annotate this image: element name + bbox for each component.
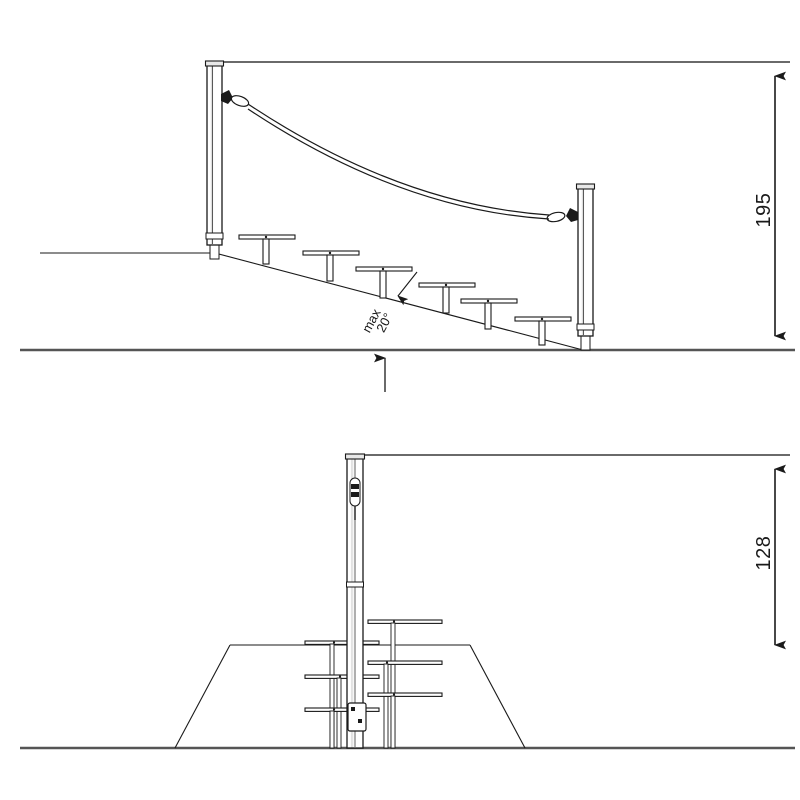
step-stem [326, 254, 334, 282]
dimension-label-128: 128 [753, 536, 775, 571]
step-center-dot [486, 299, 490, 303]
step-post [238, 234, 296, 265]
right-post-assembly [546, 183, 596, 351]
cable-tensioner-detail [349, 477, 361, 520]
front-elevation-view: 128 [20, 453, 795, 750]
step-post [304, 707, 380, 749]
step-platform [304, 674, 380, 679]
step-post [418, 282, 476, 314]
base-plate-bolt-bottom [358, 719, 362, 723]
center-post-splice-collar [346, 581, 364, 588]
step-center-dot [392, 693, 396, 696]
step-post [460, 298, 518, 330]
mound-left-slope [174, 644, 231, 749]
step-post-group-lower-right [367, 619, 443, 749]
step-center-dot [540, 317, 544, 321]
step-center-dot [381, 267, 385, 271]
right-post-base-collar [576, 323, 595, 331]
step-platform [367, 692, 443, 697]
dimension-128: 128 [352, 454, 790, 650]
slope-angle-leader [397, 271, 418, 306]
right-post-cap [575, 183, 596, 190]
step-platform [304, 707, 380, 712]
step-stem [262, 238, 270, 265]
center-post-assembly [344, 453, 367, 749]
step-center-dot [392, 620, 396, 623]
step-post [514, 316, 572, 346]
step-stem [390, 695, 396, 749]
step-center-dot [328, 251, 332, 255]
step-center-dot [264, 235, 268, 239]
center-post-base-plate [347, 702, 367, 732]
zipline-cable [247, 103, 550, 220]
step-center-dot [338, 675, 342, 678]
step-post [367, 660, 443, 749]
mound-right-slope [469, 644, 526, 749]
step-center-dot [444, 283, 448, 287]
left-post-assembly [204, 60, 250, 260]
step-stem [379, 270, 387, 299]
step-stem [329, 710, 335, 749]
left-cable-anchor-bracket [221, 90, 233, 104]
right-cable-anchor-bracket [566, 208, 578, 222]
step-post-group-lower-left [304, 640, 380, 749]
step-post [367, 692, 443, 749]
step-center-dot [332, 641, 336, 644]
cable-lower-edge [247, 108, 550, 220]
left-post-base-collar [205, 232, 224, 240]
step-platform [367, 660, 443, 665]
step-post [302, 250, 360, 282]
side-elevation-view: 195 [20, 60, 795, 392]
step-stem [442, 286, 450, 314]
left-post-cap [204, 60, 225, 67]
left-post-body [206, 64, 223, 246]
step-platform [367, 619, 443, 624]
step-center-dot [385, 661, 389, 664]
step-post [367, 619, 443, 749]
dimension-195: 195 [214, 61, 790, 341]
step-stem [538, 320, 546, 346]
left-cable-thimble [230, 95, 250, 107]
base-plate-bolt-top [351, 707, 355, 711]
step-platform [304, 640, 380, 645]
tensioner-band-top [351, 484, 359, 489]
step-post [304, 674, 380, 749]
step-stem [484, 302, 492, 330]
right-post-body [577, 187, 594, 337]
step-center-dot [332, 708, 336, 711]
step-post-group-upper [238, 234, 572, 346]
step-post [355, 266, 413, 299]
cable-upper-edge [247, 103, 550, 216]
step-stem [336, 677, 342, 749]
dimension-label-195: 195 [753, 193, 775, 228]
step-stem [383, 663, 389, 749]
tensioner-band-bottom [351, 492, 359, 497]
right-cable-thimble [546, 211, 566, 223]
center-post-cap [344, 453, 366, 460]
